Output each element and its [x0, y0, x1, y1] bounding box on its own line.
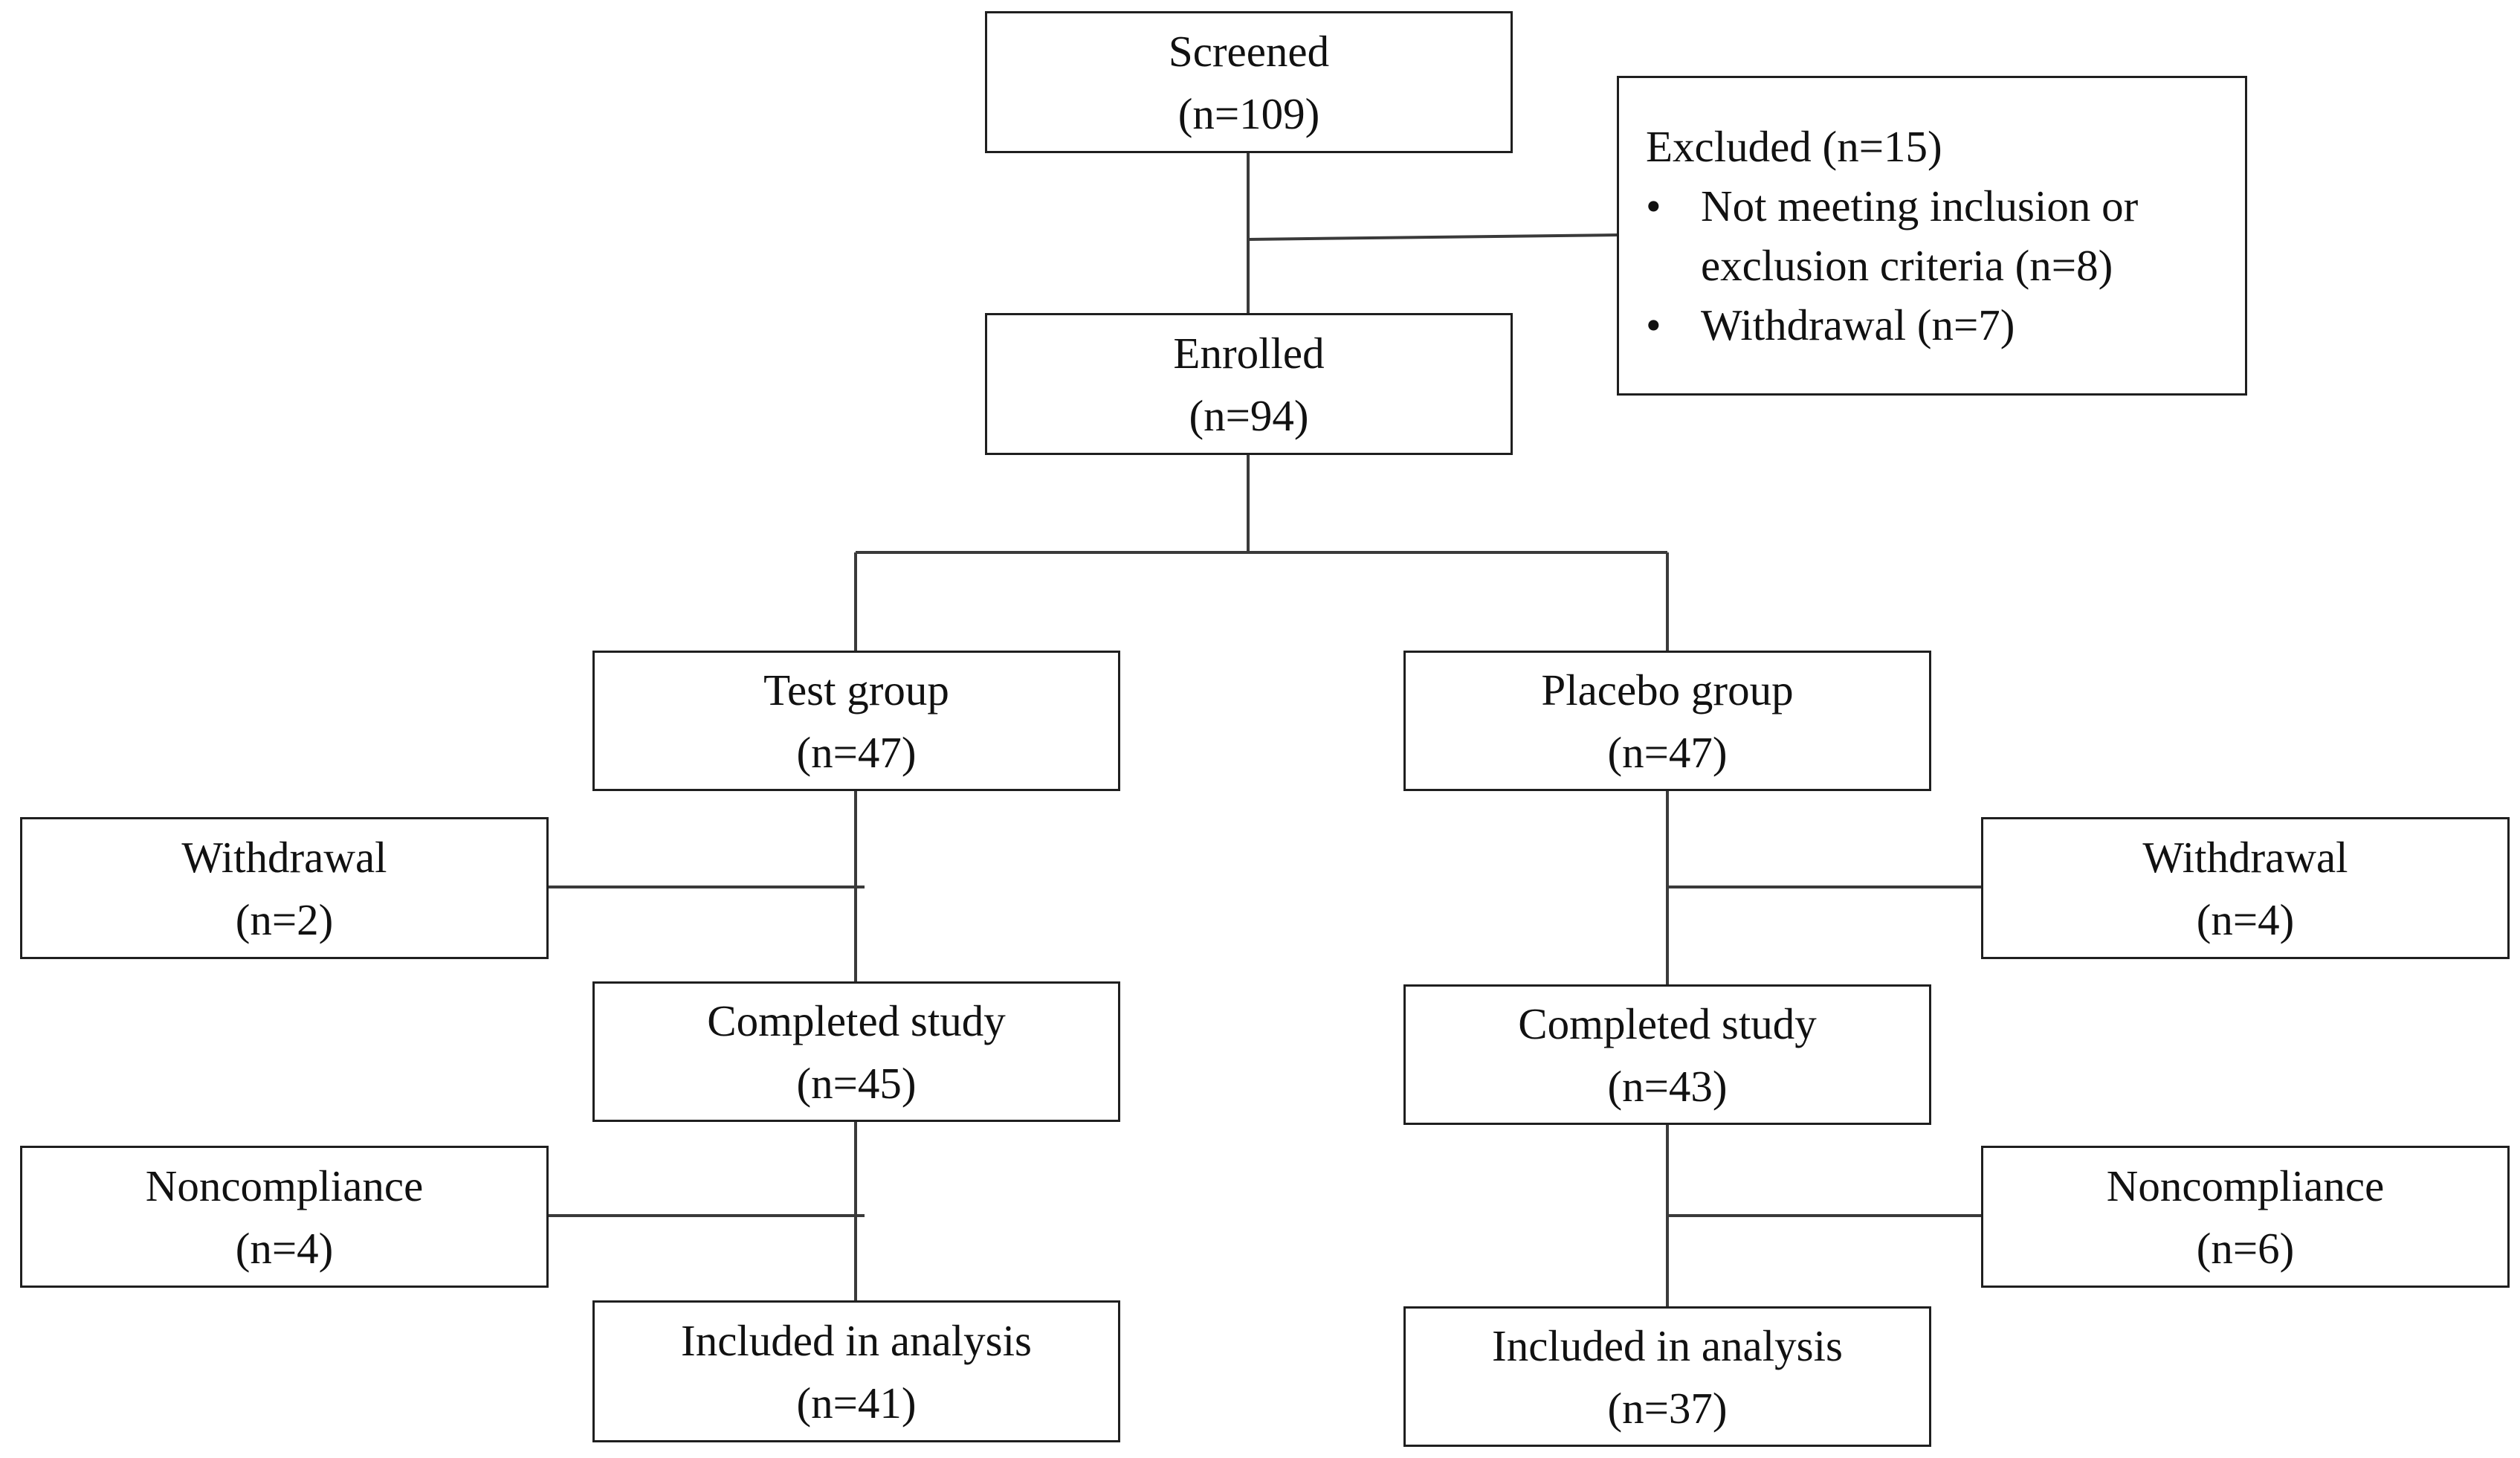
test-noncompliance-box: Noncompliance (n=4)	[20, 1146, 549, 1288]
enrolled-box: Enrolled (n=94)	[985, 313, 1513, 455]
enrolled-label: Enrolled	[1173, 328, 1325, 378]
test-analysis-label: Included in analysis	[681, 1315, 1032, 1365]
screened-label: Screened	[1168, 26, 1330, 76]
placebo-group-label: Placebo group	[1541, 665, 1794, 715]
test-completed-label: Completed study	[707, 996, 1006, 1045]
test-group-count: (n=47)	[796, 727, 917, 777]
test-analysis-box: Included in analysis (n=41)	[592, 1300, 1120, 1442]
test-group-label: Test group	[763, 665, 949, 715]
test-analysis-count: (n=41)	[796, 1378, 917, 1428]
placebo-noncompliance-count: (n=6)	[2196, 1223, 2295, 1273]
placebo-withdrawal-box: Withdrawal (n=4)	[1981, 817, 2510, 959]
excluded-title: Excluded (n=15)	[1646, 122, 1942, 171]
placebo-group-box: Placebo group (n=47)	[1403, 651, 1931, 791]
bullet-glyph: •	[1646, 181, 1661, 230]
placebo-completed-count: (n=43)	[1607, 1061, 1728, 1111]
line-to-excluded	[1247, 233, 1619, 241]
excluded-box: Excluded (n=15) • Not meeting inclusion …	[1617, 76, 2247, 396]
test-group-box: Test group (n=47)	[592, 651, 1120, 791]
bullet-glyph: •	[1646, 300, 1661, 349]
placebo-analysis-count: (n=37)	[1607, 1383, 1728, 1433]
placebo-completed-label: Completed study	[1518, 999, 1817, 1048]
placebo-noncompliance-label: Noncompliance	[2106, 1161, 2385, 1210]
placebo-analysis-label: Included in analysis	[1492, 1320, 1843, 1370]
placebo-withdrawal-label: Withdrawal	[2142, 832, 2348, 882]
screened-box: Screened (n=109)	[985, 11, 1513, 153]
placebo-withdrawal-count: (n=4)	[2196, 894, 2295, 944]
excluded-item-withdrawal: • Withdrawal (n=7)	[1646, 295, 2015, 355]
test-completed-box: Completed study (n=45)	[592, 981, 1120, 1122]
test-noncompliance-label: Noncompliance	[145, 1161, 424, 1210]
enrolled-count: (n=94)	[1189, 390, 1309, 440]
placebo-completed-box: Completed study (n=43)	[1403, 984, 1931, 1125]
test-noncompliance-count: (n=4)	[235, 1223, 334, 1273]
test-withdrawal-count: (n=2)	[235, 894, 334, 944]
excluded-item-withdrawal-text: Withdrawal (n=7)	[1701, 300, 2015, 349]
excluded-item-criteria-line2: exclusion criteria (n=8)	[1701, 241, 2113, 290]
test-withdrawal-label: Withdrawal	[181, 832, 387, 882]
excluded-item-criteria: • Not meeting inclusion or	[1646, 176, 2138, 236]
test-completed-count: (n=45)	[796, 1058, 917, 1108]
excluded-item-criteria-line1: Not meeting inclusion or	[1701, 181, 2139, 230]
screened-count: (n=109)	[1177, 88, 1320, 138]
placebo-noncompliance-box: Noncompliance (n=6)	[1981, 1146, 2510, 1288]
placebo-analysis-box: Included in analysis (n=37)	[1403, 1306, 1931, 1447]
test-withdrawal-box: Withdrawal (n=2)	[20, 817, 549, 959]
placebo-group-count: (n=47)	[1607, 727, 1728, 777]
